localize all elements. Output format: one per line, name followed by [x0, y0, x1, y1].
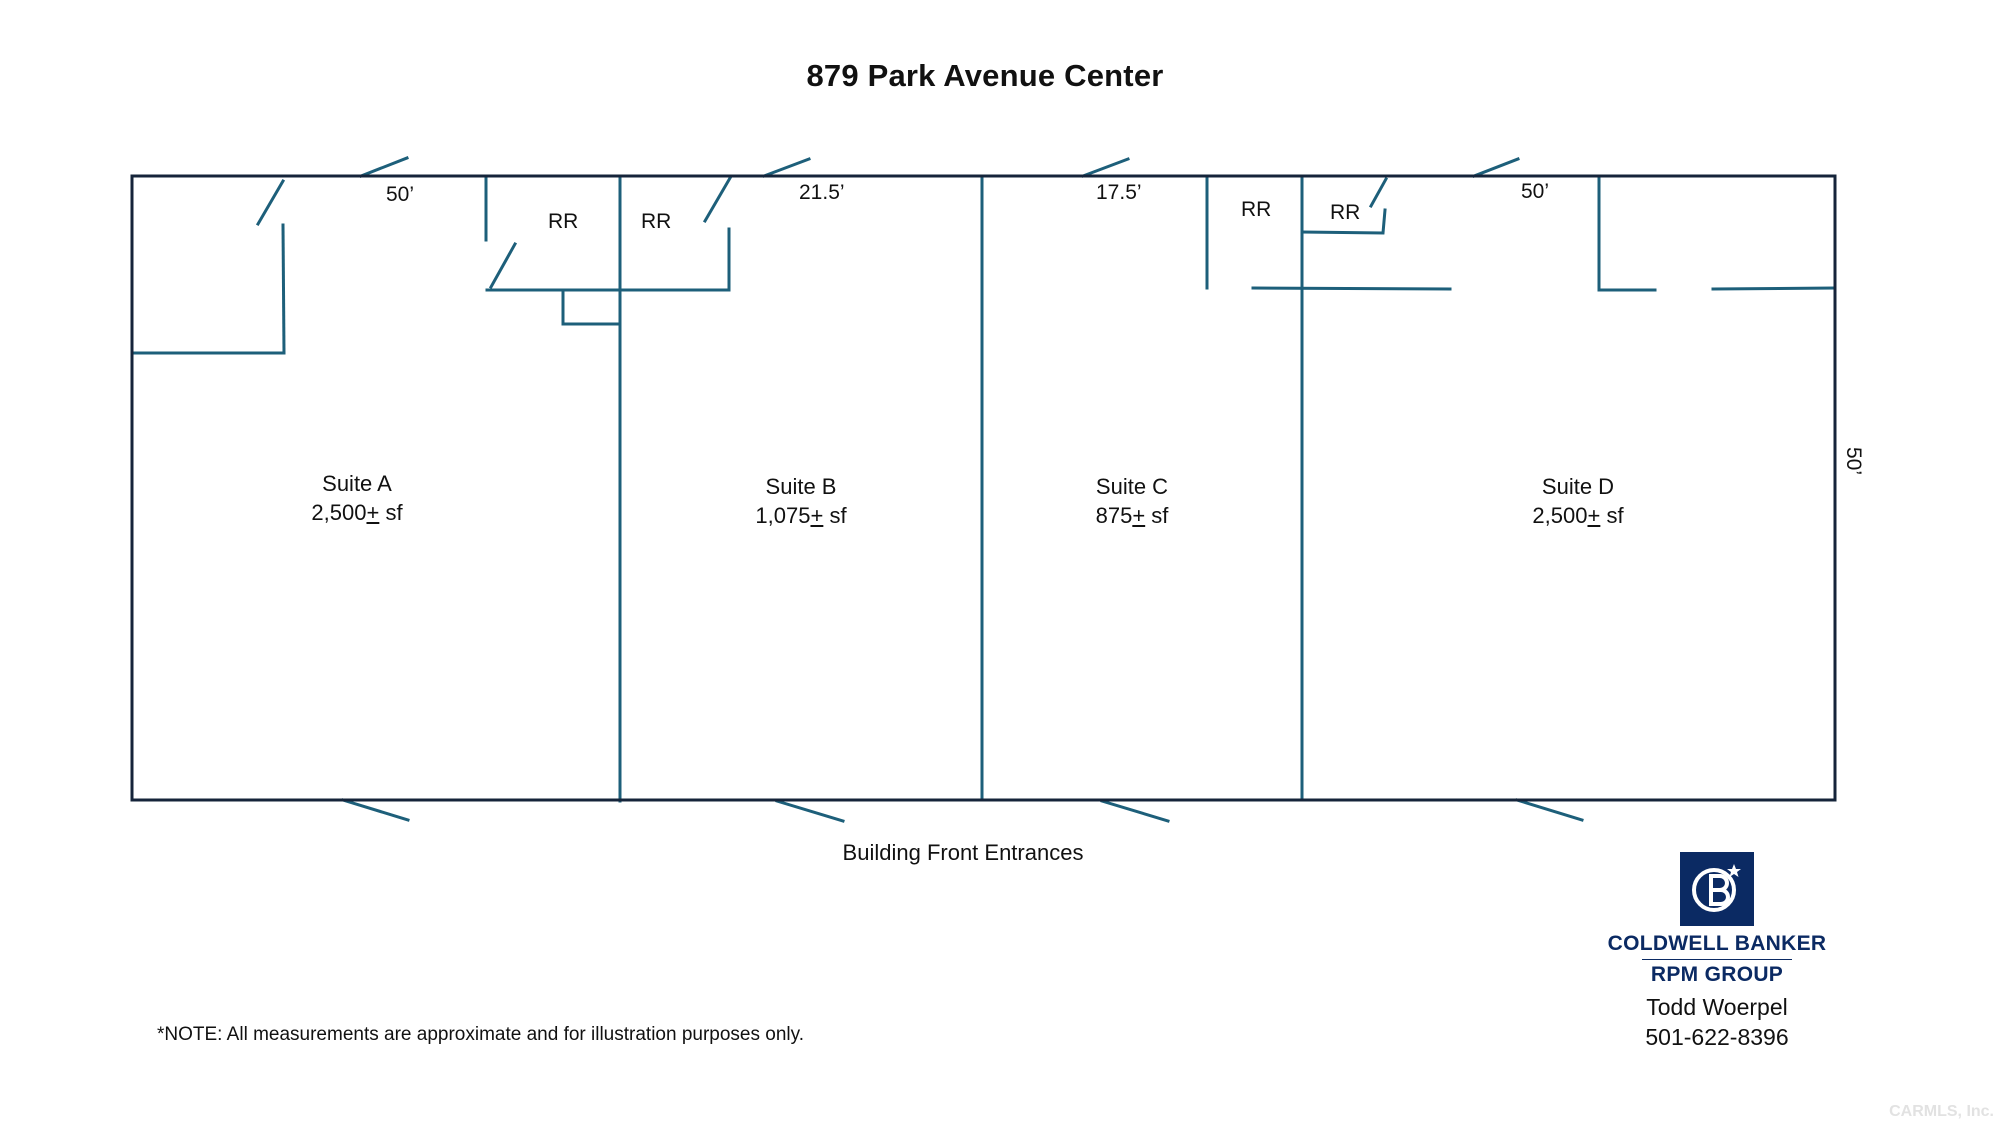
agent-phone: 501-622-8396 [1645, 1024, 1789, 1050]
rear-door-d [1472, 157, 1520, 178]
suite-a-name: Suite A [322, 471, 392, 496]
brand-name: COLDWELL BANKER RPM GROUP [1587, 929, 1847, 990]
cb-logo-mark-icon [1692, 864, 1741, 912]
restroom-label-d: RR [1330, 201, 1361, 224]
suite-b-name: Suite B [765, 474, 837, 499]
suite-a-area: 2,500+ sf [311, 500, 403, 525]
building-outline [130, 174, 1837, 802]
wall-rr-d [1300, 208, 1387, 235]
rear-door-c [1081, 157, 1130, 178]
rear-door-b [762, 157, 811, 178]
suite-a-label: Suite A 2,500+ sf [247, 469, 467, 527]
coldwell-banker-logo [1680, 852, 1754, 926]
suite-d-label: Suite D 2,500+ sf [1468, 472, 1688, 530]
suite-c-name: Suite C [1095, 474, 1169, 499]
front-entrance-c [1100, 799, 1170, 823]
suite-b-label: Suite B 1,075+ sf [691, 472, 911, 530]
suite-c-area: 875+ sf [1095, 503, 1169, 528]
door-swing-rr-a [488, 241, 518, 290]
wall-suite-d-office-right [1711, 286, 1836, 291]
brand-line-1: COLDWELL BANKER [1607, 932, 1827, 955]
front-entrance-d [1515, 798, 1584, 822]
suite-c-label: Suite C 875+ sf [1022, 472, 1242, 530]
restroom-label-b: RR [641, 210, 672, 233]
dimension-building-depth: 50’ [1842, 447, 1865, 476]
wall-rr-closet [561, 288, 622, 326]
wall-suite-a-office-vertical [281, 223, 286, 355]
front-entrance-b [775, 799, 845, 823]
rear-door-a [359, 156, 409, 178]
dimension-suite-a-width: 50’ [386, 183, 415, 206]
brand-line-2: RPM GROUP [1650, 963, 1784, 986]
plan-title: 879 Park Avenue Center [806, 58, 1164, 93]
front-entrance-a [341, 798, 410, 822]
dimension-suite-b-width: 21.5’ [799, 181, 845, 204]
building-front-entrances-label: Building Front Entrances [842, 840, 1084, 865]
suite-d-area: 2,500+ sf [1532, 503, 1624, 528]
agent-contact: Todd Woerpel 501-622-8396 [1587, 992, 1847, 1052]
agent-name: Todd Woerpel [1646, 994, 1788, 1020]
measurement-note: *NOTE: All measurements are approximate … [157, 1024, 805, 1045]
suite-b-area: 1,075+ sf [755, 503, 847, 528]
door-swing-rr-d [1368, 176, 1389, 209]
watermark: CARMLS, Inc. [1889, 1103, 1994, 1120]
interior-walls [131, 156, 1836, 823]
dimension-suite-c-width: 17.5’ [1096, 181, 1142, 204]
restroom-label-c: RR [1241, 198, 1272, 221]
dimension-suite-d-width: 50’ [1521, 180, 1550, 203]
restroom-label-a: RR [548, 210, 579, 233]
door-swing-rr-b [702, 175, 733, 224]
wall-rr-c-bottom [1251, 286, 1452, 291]
suite-d-name: Suite D [1541, 474, 1615, 499]
door-swing-suite-a-office [255, 178, 286, 227]
brand-divider [1642, 959, 1792, 960]
